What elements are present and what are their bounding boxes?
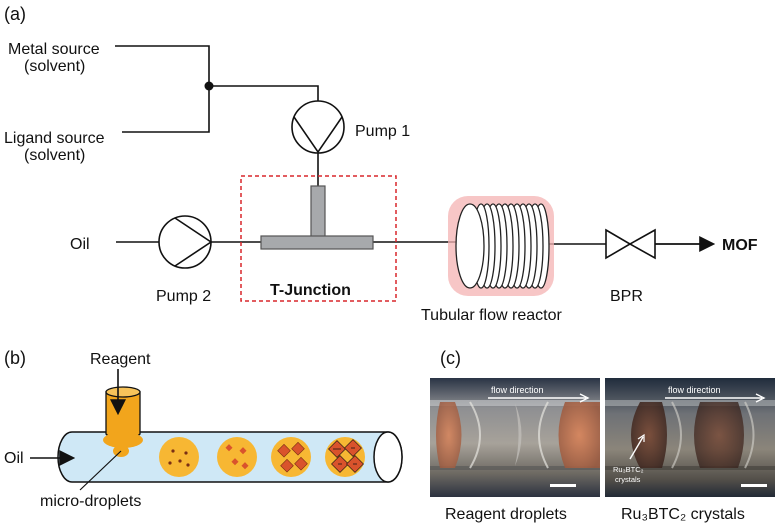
- panel-b-oil-label: Oil: [4, 450, 24, 467]
- pump1-icon: [291, 100, 345, 154]
- droplet-2: [217, 437, 257, 477]
- droplet-pointer: [79, 450, 122, 491]
- tubular-reactor-icon: [448, 196, 554, 296]
- ligand-source-label: Ligand source: [4, 130, 105, 147]
- source-lines: [115, 45, 319, 186]
- panel-b-label: (b): [4, 348, 26, 368]
- droplet-3: [271, 437, 311, 477]
- metal-source-solvent: (solvent): [24, 58, 85, 75]
- crystal-pointer-arrow: [629, 436, 644, 460]
- droplet-4: [325, 437, 365, 477]
- crystal-note-line1: Ru₃BTC₂: [613, 465, 644, 474]
- t-junction-label: T-Junction: [270, 282, 351, 299]
- flow-direction-right-label: flow direction: [668, 385, 721, 395]
- crystal-pointer-head: [637, 433, 645, 442]
- panel-a-label: (a): [4, 4, 26, 24]
- metal-source-label: Metal source: [8, 41, 100, 58]
- pump1-label: Pump 1: [355, 123, 410, 140]
- caption-reagent-droplets: Reagent droplets: [445, 506, 567, 523]
- product-label: MOF: [722, 237, 758, 254]
- oil-label: Oil: [70, 236, 90, 253]
- droplet-1: [159, 437, 199, 477]
- flow-arrow-right-head: [755, 393, 766, 403]
- micro-droplets-label: micro-droplets: [40, 493, 141, 510]
- reagent-droplets-photo: [430, 378, 600, 497]
- mixing-node: [204, 81, 214, 91]
- pump2-label: Pump 2: [156, 288, 211, 305]
- pump2-icon: [158, 215, 213, 269]
- caption-crystals: Ru₃BTC₂ crystals: [621, 506, 745, 523]
- ligand-source-solvent: (solvent): [24, 147, 85, 164]
- flow-direction-left-label: flow direction: [491, 385, 544, 395]
- panel-c-label: (c): [440, 348, 461, 368]
- t-junction-highlight-box: [240, 175, 397, 302]
- crystal-note-line2: crystals: [615, 475, 641, 484]
- flow-arrow-left-head: [579, 393, 590, 403]
- bpr-valve-icon: [605, 228, 656, 260]
- reactor-label: Tubular flow reactor: [421, 307, 562, 324]
- t-junction-icon: [260, 185, 374, 250]
- bpr-label: BPR: [610, 288, 643, 305]
- reagent-label: Reagent: [90, 351, 151, 368]
